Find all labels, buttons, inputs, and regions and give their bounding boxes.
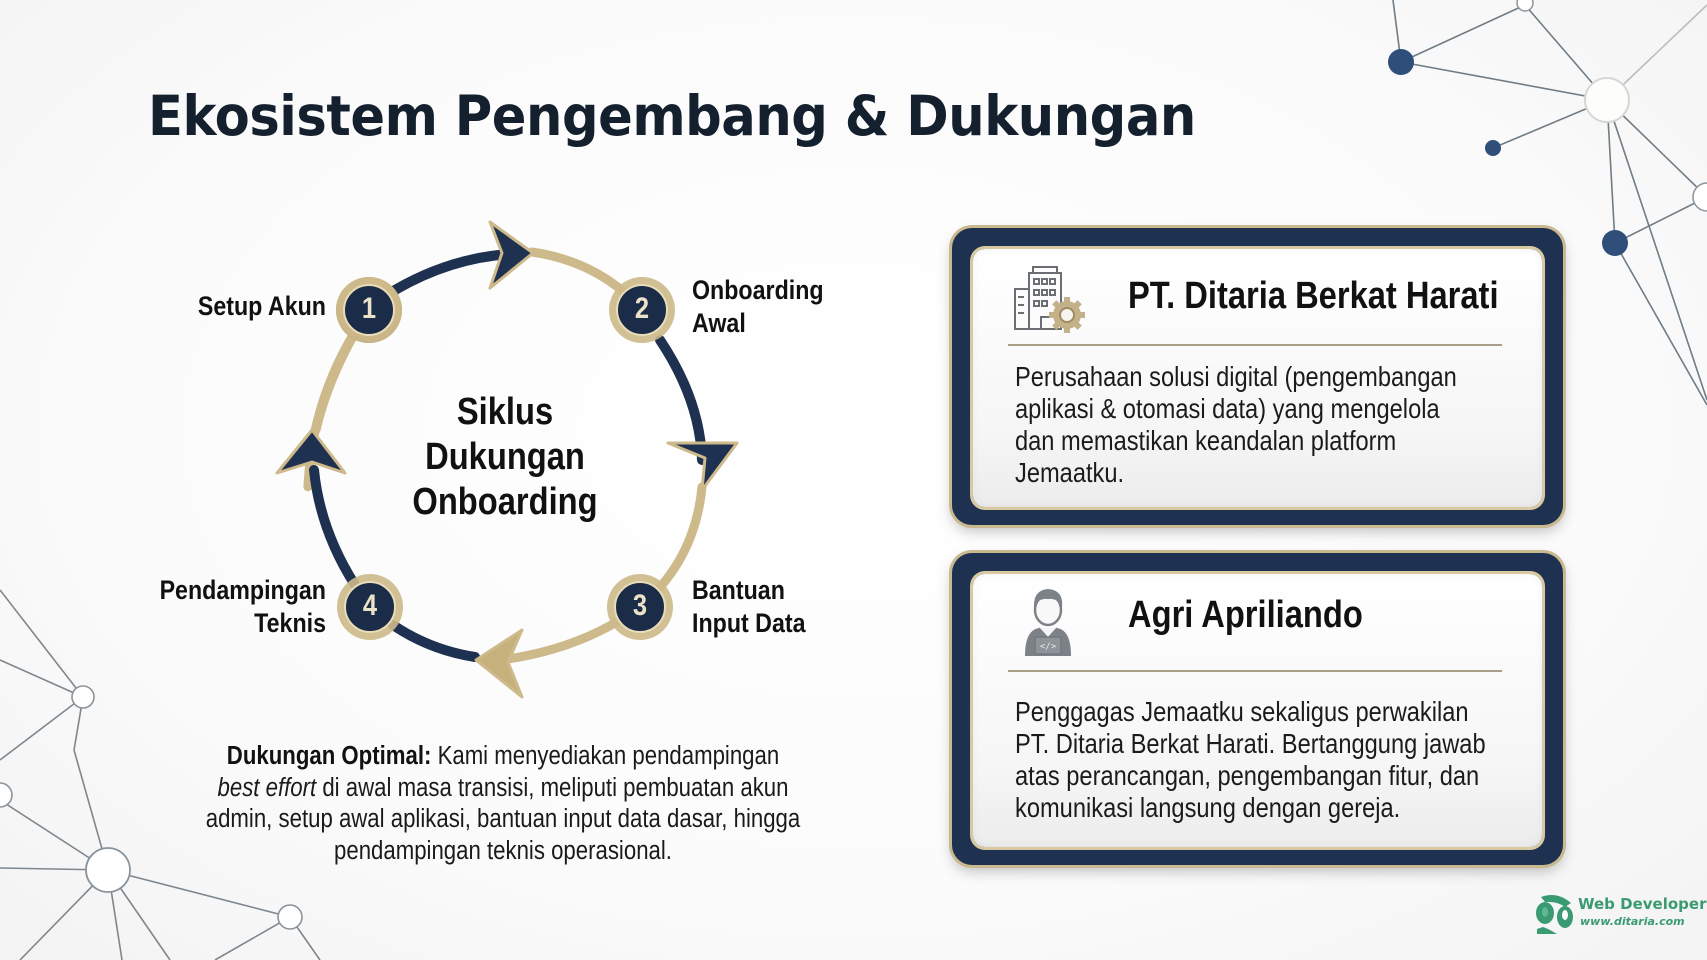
company-card-body: Perusahaan solusi digital (pengembangan … (1015, 361, 1457, 488)
company-card: PT. Ditaria Berkat Harati Perusahaan sol… (952, 228, 1563, 525)
cycle-center-title: Siklus Dukungan Onboarding (412, 391, 598, 523)
web-developer-logo: Web Developer www.ditaria.com (1535, 893, 1706, 940)
developer-person-icon: </> (1025, 589, 1071, 656)
ditaria-logo-icon (1536, 895, 1573, 934)
note-italic: best effort (217, 773, 317, 802)
slide-title: Ekosistem Pengembang & Dukungan (148, 84, 1196, 148)
building-gear-icon (1014, 266, 1085, 333)
step-number-3: 3 (632, 589, 648, 622)
step-node-3 (607, 574, 673, 640)
step-node-1 (336, 277, 402, 343)
company-card-title: PT. Ditaria Berkat Harati (1128, 275, 1499, 317)
svg-text:</>: </> (1040, 642, 1057, 652)
developer-card-panel: </> Agri Apriliando Penggagas Jemaatku s… (973, 574, 1542, 847)
company-card-panel: PT. Ditaria Berkat Harati Perusahaan sol… (973, 249, 1542, 507)
logo-title: Web Developer (1578, 895, 1707, 913)
developer-card-body: Penggagas Jemaatku sekaligus perwakilan … (1015, 696, 1486, 823)
note-label: Dukungan Optimal: (226, 742, 432, 770)
step-number-2: 2 (634, 292, 650, 325)
step-label-2: Onboarding Awal (692, 275, 824, 338)
step-label-3: Bantuan Input Data (692, 575, 806, 638)
developer-card-title: Agri Apriliando (1128, 594, 1363, 636)
developer-card: </> Agri Apriliando Penggagas Jemaatku s… (952, 553, 1563, 865)
step-label-1: Setup Akun (197, 291, 326, 321)
step-node-2 (609, 277, 675, 343)
step-number-1: 1 (361, 292, 377, 325)
support-note: Dukungan Optimal: Kami menyediakan penda… (205, 742, 801, 865)
step-node-4 (337, 574, 403, 640)
developer-card-divider (1008, 670, 1502, 672)
step-label-4: Pendampingan Teknis (159, 575, 326, 638)
company-card-divider (1008, 344, 1502, 346)
logo-url: www.ditaria.com (1580, 915, 1685, 928)
step-number-4: 4 (362, 589, 378, 622)
